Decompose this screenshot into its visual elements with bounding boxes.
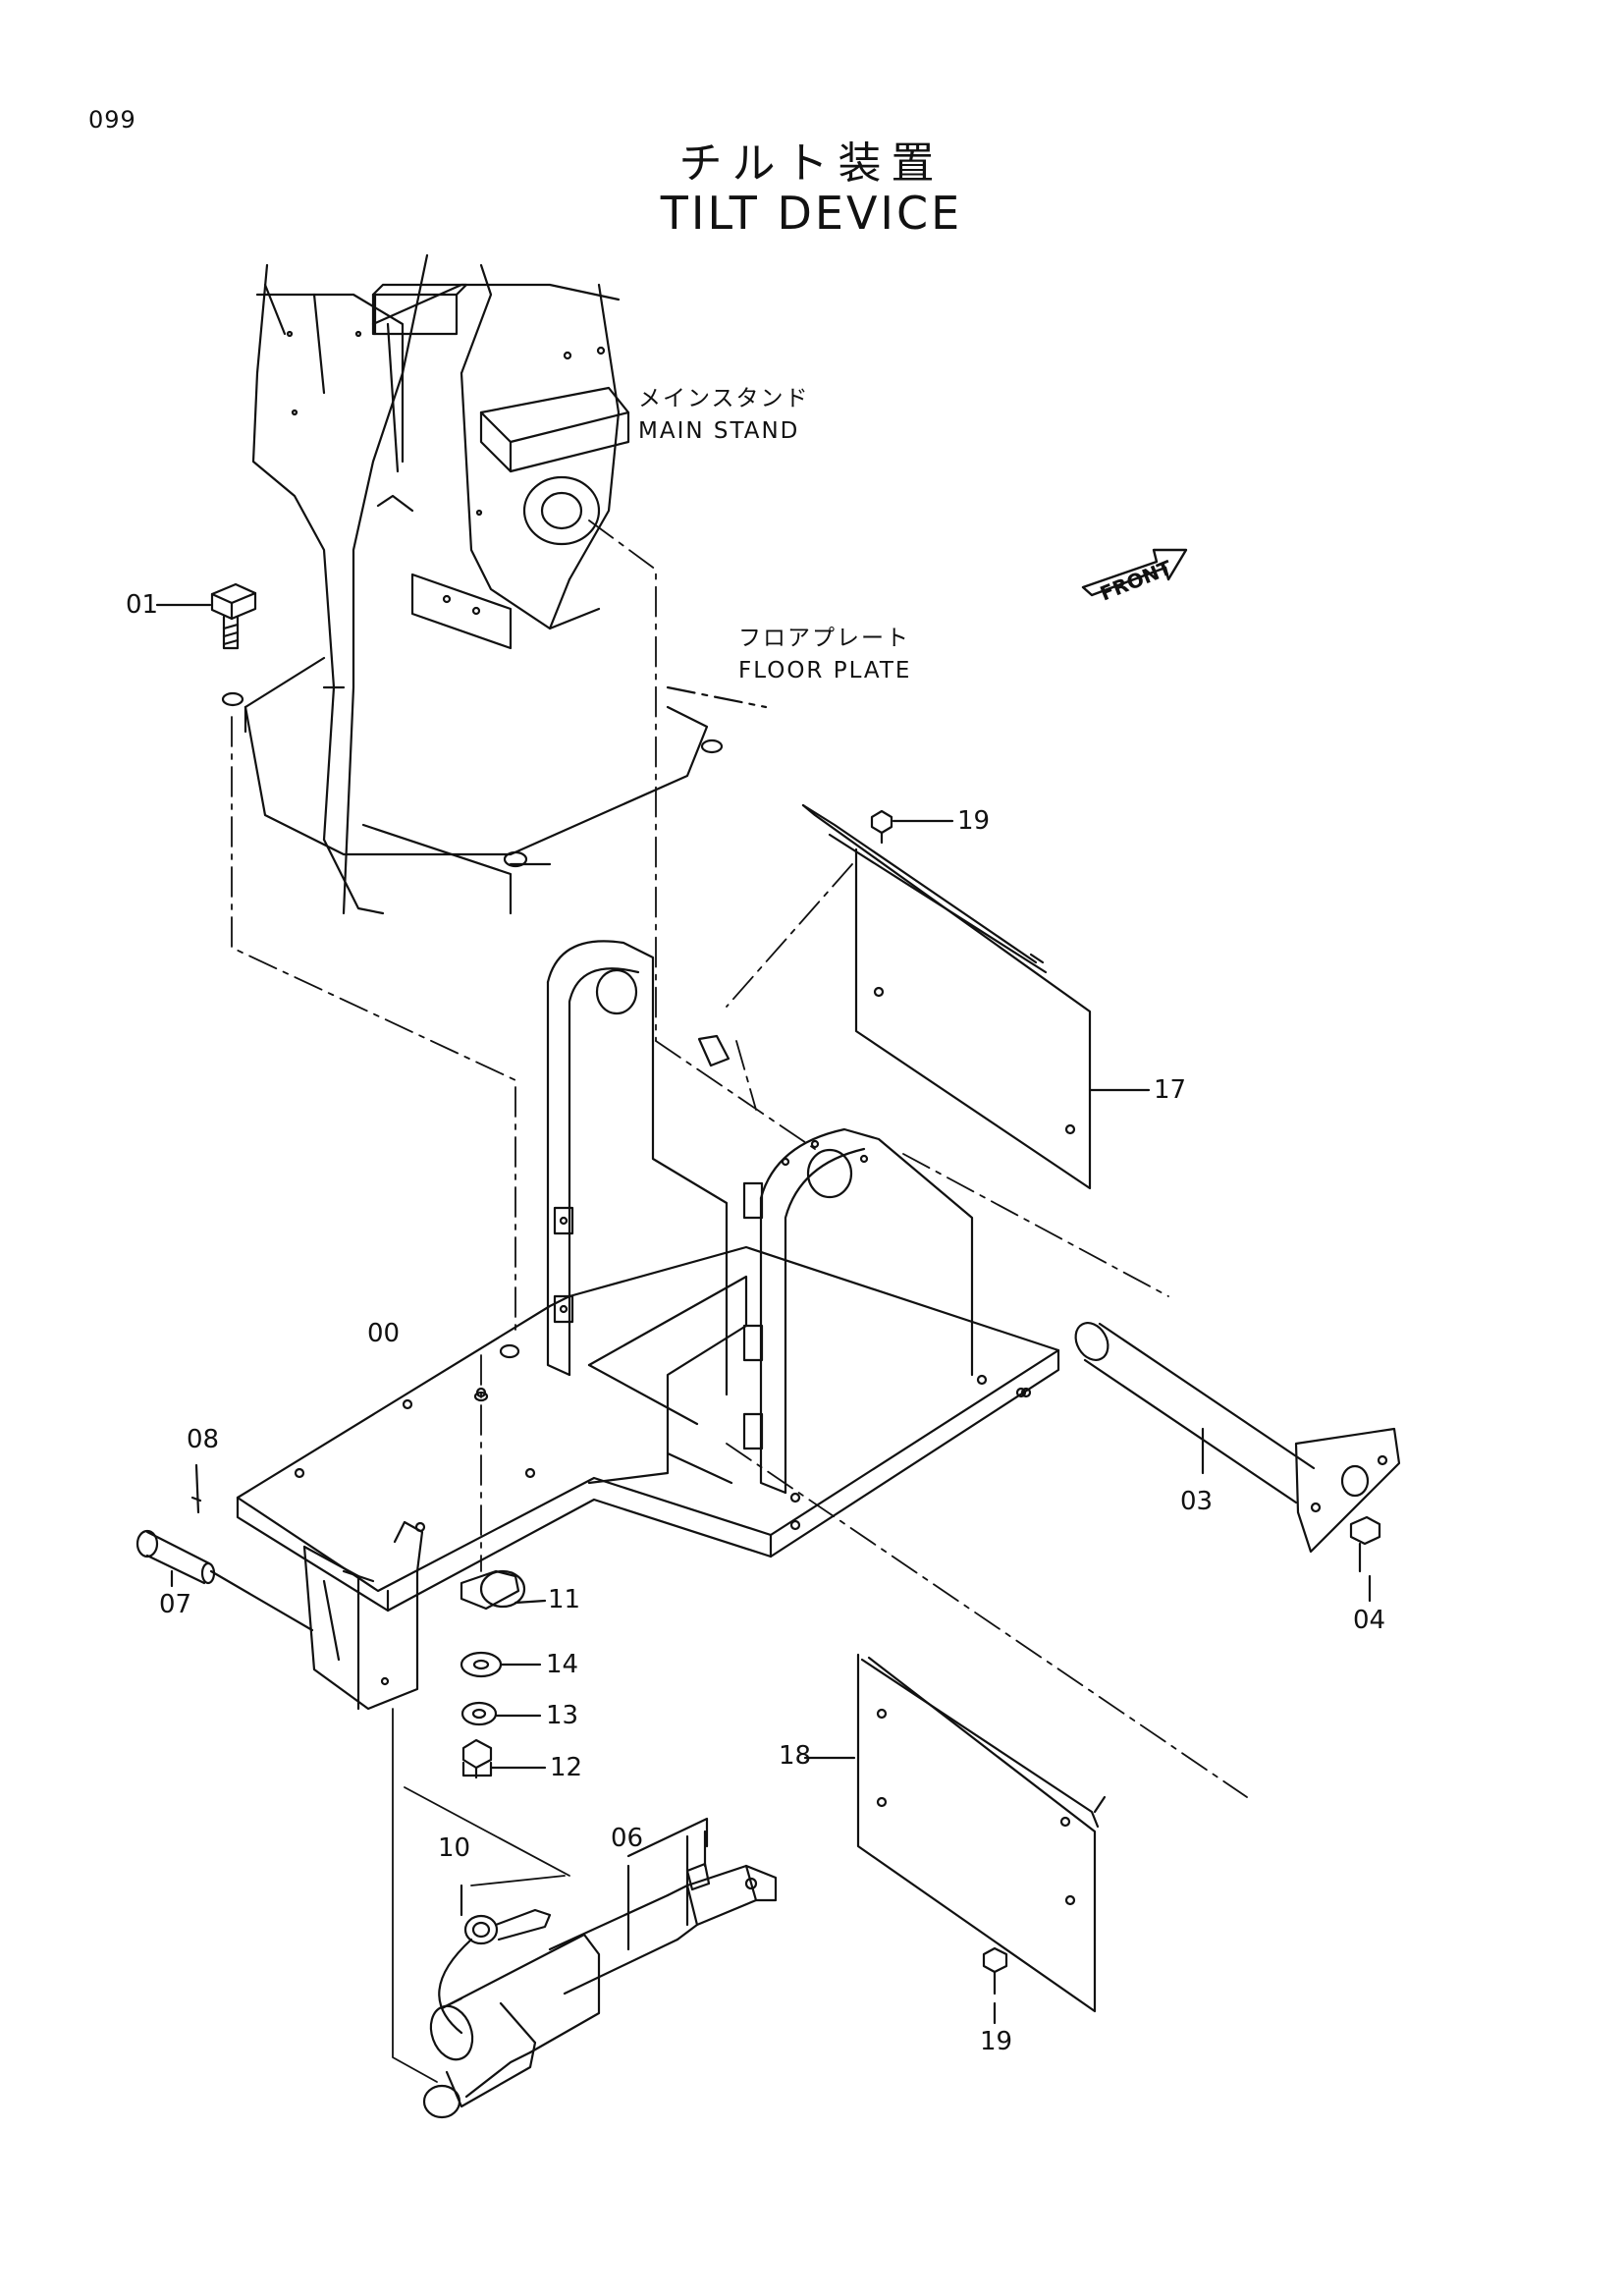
clamp-11 [460, 1569, 547, 1611]
actuator-06 [422, 1817, 778, 2119]
floor-plate-label-jp: フロアプレート [738, 626, 910, 651]
shaft-03 [1074, 1322, 1401, 1554]
front-arrow-badge: FRONT [1081, 548, 1188, 606]
left-upright-bracket [546, 940, 729, 1396]
cover-plate-17 [801, 803, 1151, 1190]
screw-12 [461, 1738, 547, 1779]
latch-part [697, 1034, 730, 1067]
main-stand-label-jp: メインスタンド [638, 386, 810, 411]
callout-11: 11 [548, 1585, 581, 1614]
screw-19-top [870, 809, 954, 845]
callout-01: 01 [126, 590, 159, 620]
page-number: 099 [88, 106, 136, 134]
callout-06: 06 [611, 1824, 644, 1853]
callout-03: 03 [1180, 1487, 1214, 1516]
floor-plate-drawing [221, 656, 768, 915]
pin-07 [135, 1529, 314, 1632]
callout-17: 17 [1154, 1075, 1187, 1105]
washer-13 [460, 1701, 542, 1726]
callout-13: 13 [546, 1701, 579, 1730]
callout-19-bottom: 19 [980, 2027, 1013, 2056]
callout-18: 18 [779, 1741, 812, 1771]
cotter-pin-08 [190, 1463, 202, 1514]
clevis-bracket [302, 1520, 424, 1711]
callout-19-top: 19 [957, 806, 991, 836]
connector-10 [438, 1884, 552, 2035]
callout-14: 14 [546, 1650, 579, 1679]
callout-10: 10 [438, 1833, 471, 1863]
screw-19-bottom [982, 1946, 1008, 2025]
callout-00: 00 [367, 1319, 401, 1348]
main-stand-label-en: MAIN STAND [638, 418, 800, 444]
right-upright-bracket [742, 1127, 1032, 1503]
actuator-leader [392, 1708, 438, 2083]
assembly-leader-lines [231, 519, 1248, 1798]
callout-04: 04 [1353, 1606, 1386, 1635]
title-japanese: チルト装置 [678, 138, 945, 189]
callout-08: 08 [187, 1425, 220, 1454]
floor-plate-label-en: FLOOR PLATE [738, 658, 912, 683]
main-stand-drawing [251, 253, 630, 915]
callout-12: 12 [550, 1753, 583, 1782]
base-plate-00 [236, 1245, 1060, 1613]
front-badge-text: FRONT [1097, 556, 1175, 606]
title-english: TILT DEVICE [660, 187, 963, 240]
callout-07: 07 [159, 1590, 192, 1619]
washer-14 [460, 1651, 542, 1678]
bolt-01 [155, 582, 257, 650]
bolt-04 [1349, 1515, 1381, 1603]
cover-plate-18 [803, 1653, 1107, 2013]
